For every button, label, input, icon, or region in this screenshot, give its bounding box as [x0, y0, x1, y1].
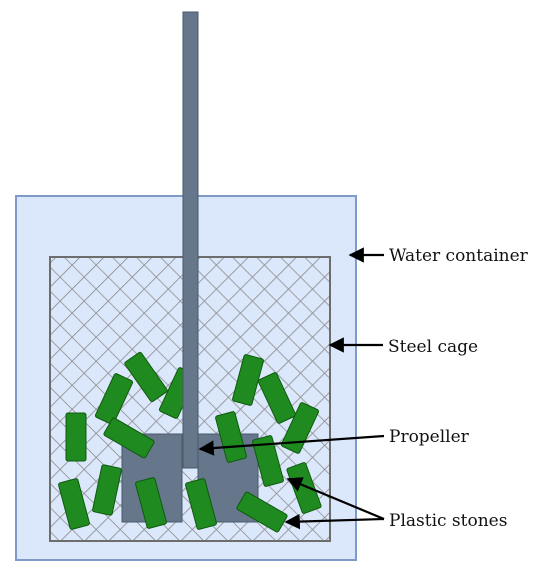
plastic-stone [280, 402, 320, 454]
plastic-stone [232, 354, 264, 406]
callout-arrows [198, 247, 385, 530]
propeller-arrow [198, 434, 385, 456]
propeller-shaft [182, 11, 199, 469]
plastic-stone [236, 491, 288, 533]
plastic-stones-arrow-upper [286, 477, 385, 521]
plastic-stones [58, 351, 322, 533]
propeller-label: Propeller [389, 427, 470, 447]
plastic-stone [135, 477, 167, 529]
plastic-stone [58, 478, 90, 530]
plastic-stone [252, 435, 284, 487]
plastic-stone [65, 412, 87, 462]
plastic-stone [185, 478, 217, 530]
plastic-stone [92, 464, 122, 516]
plastic-stone [215, 411, 247, 463]
plastic-stone [103, 417, 155, 459]
plastic-stones-label: Plastic stones [389, 511, 507, 531]
plastic-stone [124, 351, 168, 403]
plastic-stone [257, 372, 297, 424]
plastic-stones-arrow-lower [284, 513, 385, 530]
steel-cage-label: Steel cage [388, 337, 478, 357]
plastic-stone [94, 373, 134, 425]
water-container-label: Water container [389, 246, 529, 266]
